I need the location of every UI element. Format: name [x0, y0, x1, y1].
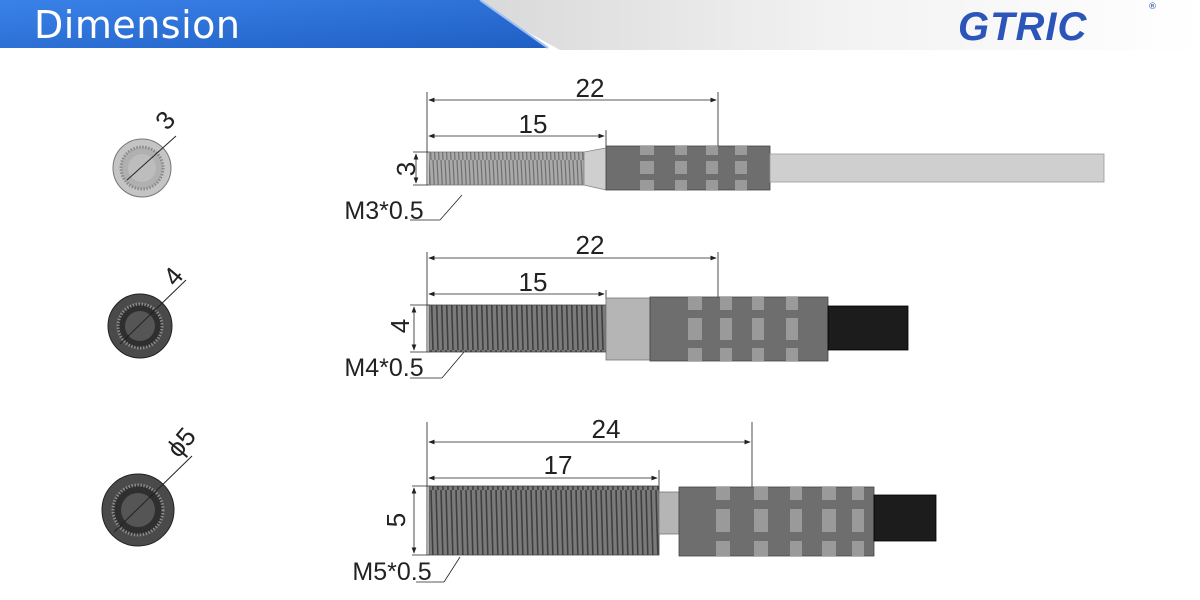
- thread-spec-2: M4*0.5: [344, 354, 423, 382]
- header-banner: Dimension GTRIC ®: [0, 0, 1200, 62]
- end-view-label-1: 3: [149, 105, 181, 135]
- sensor-2: 4 22 15 4 M4*0.5: [107, 230, 909, 382]
- diameter-2: 4: [385, 319, 415, 333]
- registered-mark: ®: [1148, 2, 1157, 12]
- end-view-label-3: ϕ5: [160, 421, 202, 463]
- sensor-3: ϕ5 24 17 5 M5*0.5: [101, 414, 937, 586]
- header-background: [0, 0, 1200, 50]
- cable-3: [873, 494, 937, 542]
- brand-logo: GTRIC: [958, 5, 1088, 49]
- thread-length-2: 15: [519, 267, 548, 297]
- diameter-1: 3: [391, 162, 421, 176]
- sensor-1: 3 22 15 3 M3*: [112, 73, 1105, 225]
- end-view-label-2: 4: [157, 261, 189, 291]
- end-view-1: 3: [112, 105, 181, 198]
- thread-spec-1: M3*0.5: [344, 197, 423, 225]
- cable-1: [769, 153, 1105, 183]
- cable-2: [827, 305, 909, 351]
- diameter-3: 5: [381, 513, 411, 527]
- end-view-2: 4: [107, 261, 189, 359]
- end-view-3: ϕ5: [101, 421, 202, 547]
- total-length-2: 22: [576, 230, 605, 260]
- total-length-3: 24: [592, 414, 621, 444]
- total-length-1: 22: [576, 73, 605, 103]
- thread-spec-3: M5*0.5: [352, 558, 431, 586]
- thread-length-1: 15: [519, 109, 548, 139]
- thread-length-3: 17: [544, 450, 573, 480]
- page-title: Dimension: [34, 3, 241, 47]
